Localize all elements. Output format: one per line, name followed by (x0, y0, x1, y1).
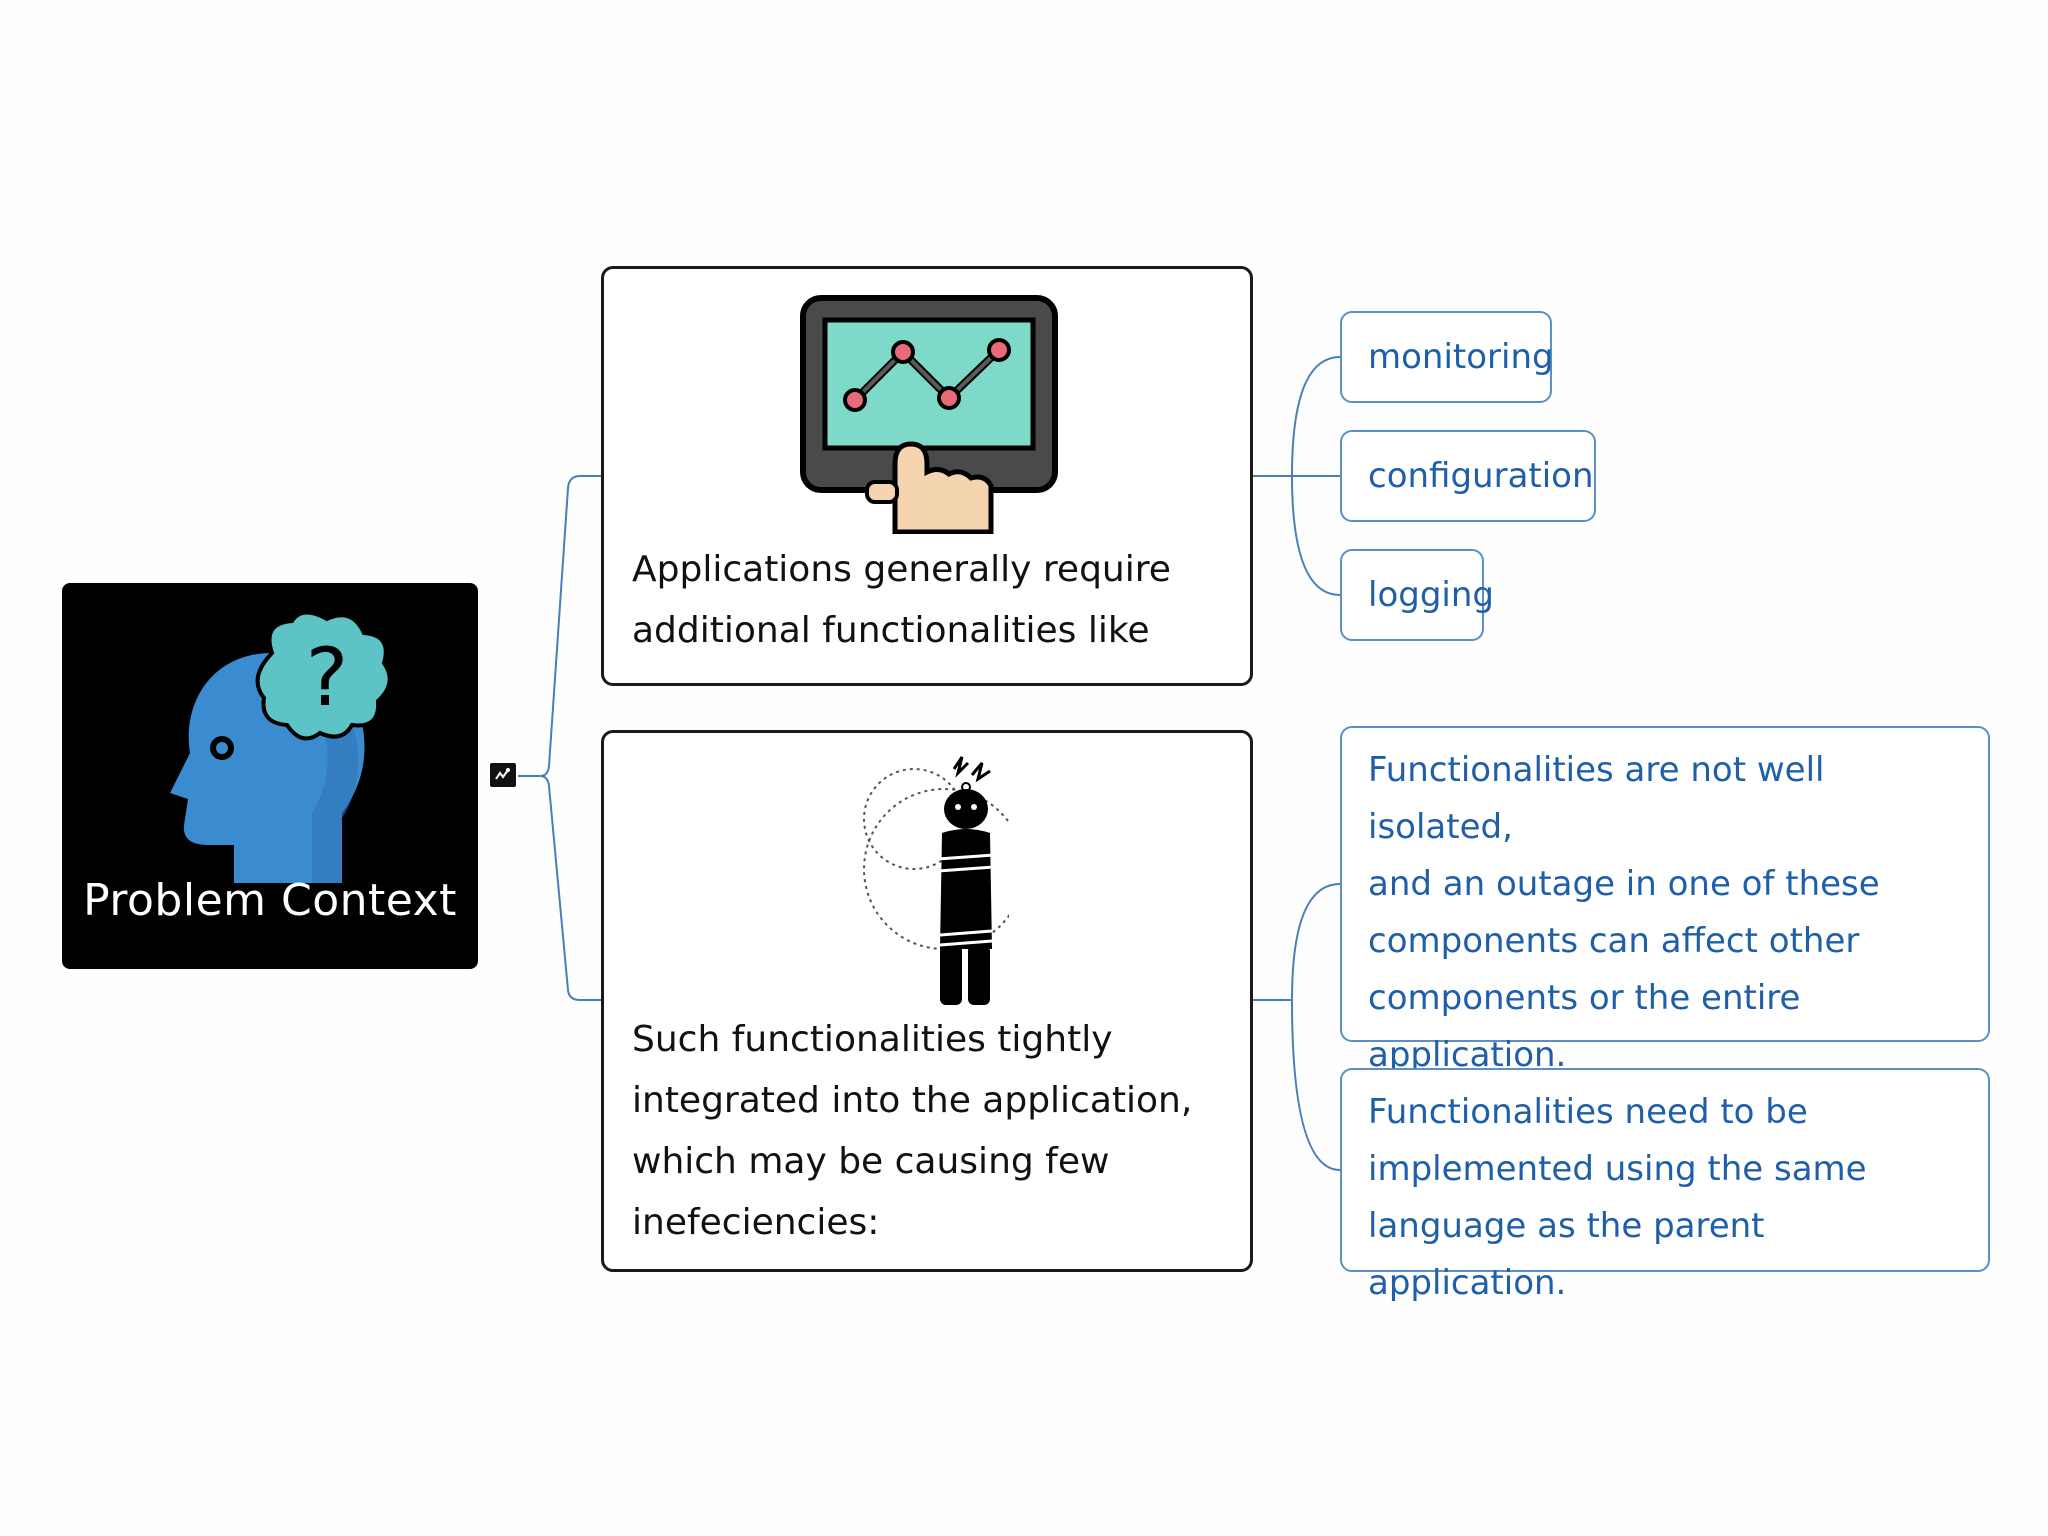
leaf-language-issue[interactable]: Functionalities need to be implemented u… (1340, 1068, 1990, 1303)
stressed-tied-person-icon (863, 756, 1009, 1005)
branch-text: Such functionalities tightly integrated … (632, 1019, 1193, 1243)
root-node-problem-context[interactable]: ? Problem Context (62, 583, 478, 969)
branch-node-functionalities[interactable]: Applications generally require additiona… (601, 266, 1253, 686)
leaf-text: Functionalities need to be implemented u… (1368, 1092, 1867, 1303)
connector-root-to-card2 (518, 775, 601, 1001)
leaf-logging[interactable]: logging (1340, 549, 1494, 641)
collapse-toggle-icon[interactable] (488, 761, 518, 789)
leaf-configuration[interactable]: configuration (1340, 430, 1596, 522)
branch-text: Applications generally require additiona… (632, 549, 1171, 651)
connector-to-isolation (1291, 883, 1341, 1001)
branch-node-inefficiencies[interactable]: Such functionalities tightly integrated … (601, 730, 1253, 1272)
connector-root-to-card1 (518, 475, 601, 777)
svg-text:?: ? (306, 631, 348, 724)
connector-to-language (1291, 999, 1341, 1171)
monitor-chart-touch-icon (800, 295, 1058, 534)
leaf-isolation-issue[interactable]: Functionalities are not well isolated, a… (1340, 726, 1990, 1075)
leaf-monitoring[interactable]: monitoring (1340, 311, 1554, 403)
connector-to-monitoring (1291, 356, 1341, 477)
leaf-text: Functionalities are not well isolated, a… (1368, 750, 1880, 1075)
root-title: Problem Context (83, 875, 457, 926)
connector-to-logging (1291, 475, 1341, 596)
thinking-head-question-icon: ? (170, 613, 392, 883)
